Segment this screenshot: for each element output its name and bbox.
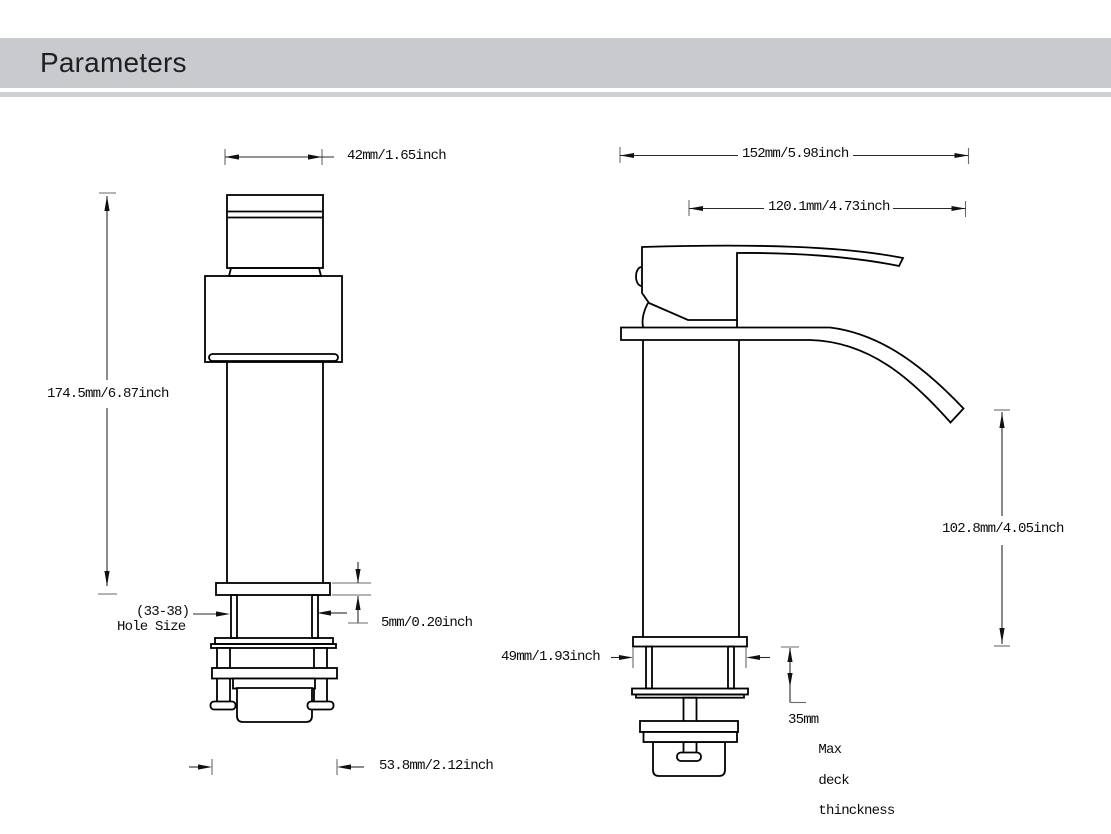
header-bar: Parameters — [0, 38, 1111, 88]
dim-label-flange-thickness: 5mm/0.20inch — [381, 615, 473, 631]
deck-plate-and-spout — [620, 320, 965, 424]
deck-note-line2: Max — [818, 742, 842, 759]
dim-label-flange-width: 49mm/1.93inch — [501, 649, 601, 665]
dim-label-spout-reach: 120.1mm/4.73inch — [768, 199, 890, 215]
dim-label-base-width: 53.8mm/2.12inch — [379, 758, 494, 774]
header-divider — [0, 92, 1111, 97]
faucet-base-side — [631, 636, 749, 777]
front-view-dimension-lines — [98, 149, 371, 775]
faucet-handle-front — [226, 194, 324, 277]
dim-label-hole-size-caption: Hole Size — [117, 619, 186, 635]
dim-label-hole-size-range: (33-38) — [136, 604, 190, 620]
faucet-base-front — [209, 582, 338, 723]
dim-label-handle-width: 42mm/1.65inch — [347, 148, 447, 164]
side-view-dimension-lines — [611, 147, 1010, 704]
faucet-body-front — [204, 275, 343, 583]
side-view-drawing — [611, 147, 1010, 777]
page-title: Parameters — [40, 47, 187, 78]
front-view-drawing — [98, 149, 371, 775]
dim-label-total-height: 174.5mm/6.87inch — [47, 386, 169, 402]
deck-note-line3: deck — [818, 772, 849, 789]
deck-note-line4: thinckness — [818, 803, 895, 820]
dim-label-spout-outlet-height: 102.8mm/4.05inch — [942, 521, 1064, 537]
dim-label-total-depth: 152mm/5.98inch — [742, 146, 849, 162]
deck-note-line1: 35mm — [788, 712, 819, 728]
dim-label-deck-thickness-note: 35mm Max deck thinckness — [788, 712, 895, 820]
faucet-column-side — [642, 340, 740, 637]
faucet-head-side — [635, 244, 905, 328]
